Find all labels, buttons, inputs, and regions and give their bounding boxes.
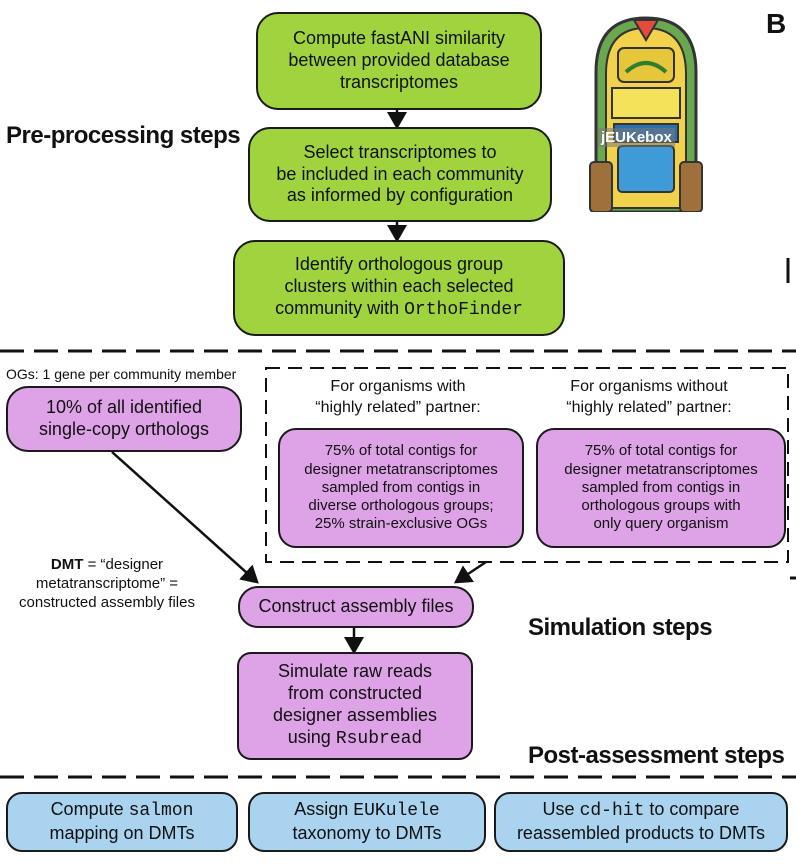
related-partner-box: 75% of total contigs for designer metatr… [278,428,524,548]
panel-letter: B [766,8,787,39]
construct-assembly-box: Construct assembly files [238,586,474,628]
dmt-definition: DMT = “designer metatranscriptome” = con… [19,556,195,611]
eukulele-tool: EUKulele [353,801,440,822]
identify-orthologous-box: Identify orthologous group clusters with… [233,240,565,336]
compute-fastani-box: Compute fastANI similarity between provi… [256,12,542,110]
jeukebox-logo: jEUKebox [584,12,708,214]
simulate-reads-box: Simulate raw reads from constructed desi… [237,652,473,760]
section-title-simulation: Simulation steps [528,614,713,641]
section-title-pre-processing: Pre-processing steps [6,122,241,149]
dmt-abbreviation: DMT [50,556,84,573]
select-transcriptomes-box: Select transcriptomes to be included in … [248,127,552,222]
organism-mode-group [265,367,789,563]
og-note: OGs: 1 gene per community member [6,366,237,382]
unrelated-header: For organisms without “highly related” p… [566,378,732,416]
cdhit-compare-text: Use cd-hit to compare reassembled produc… [516,799,766,843]
salmon-tool: salmon [128,801,194,822]
unrelated-partner-text: 75% of total contigs for designer metatr… [564,442,758,533]
section-title-post-assessment: Post-assessment steps [528,742,785,769]
related-partner-text: 75% of total contigs for designer metatr… [304,442,498,533]
identify-orthologous-text: Identify orthologous group clusters with… [275,254,523,320]
arrow-mode-box-to-construct [453,560,487,584]
cdhit-compare-box: Use cd-hit to compare reassembled produc… [494,792,788,852]
cdhit-tool: cd-hit [579,801,645,822]
single-copy-orthologs-text: 10% of all identified single-copy orthol… [38,397,210,439]
single-copy-orthologs-box: 10% of all identified single-copy orthol… [6,386,242,452]
orthofinder-tool: OrthoFinder [404,299,523,320]
compute-fastani-text: Compute fastANI similarity between provi… [288,28,510,92]
jukebox-icon [589,16,703,214]
select-transcriptomes-text: Select transcriptomes to be included in … [276,141,524,206]
logo-text: jEUKebox [598,128,675,147]
rsubread-tool: Rsubread [335,728,423,749]
simulate-reads-text: Simulate raw reads from constructed desi… [272,661,438,749]
construct-assembly-text: Construct assembly files [258,596,454,617]
arrow-singlecopy-to-construct [111,451,259,584]
related-header: For organisms with “highly related” part… [315,378,481,416]
unrelated-partner-box: 75% of total contigs for designer metatr… [536,428,786,548]
